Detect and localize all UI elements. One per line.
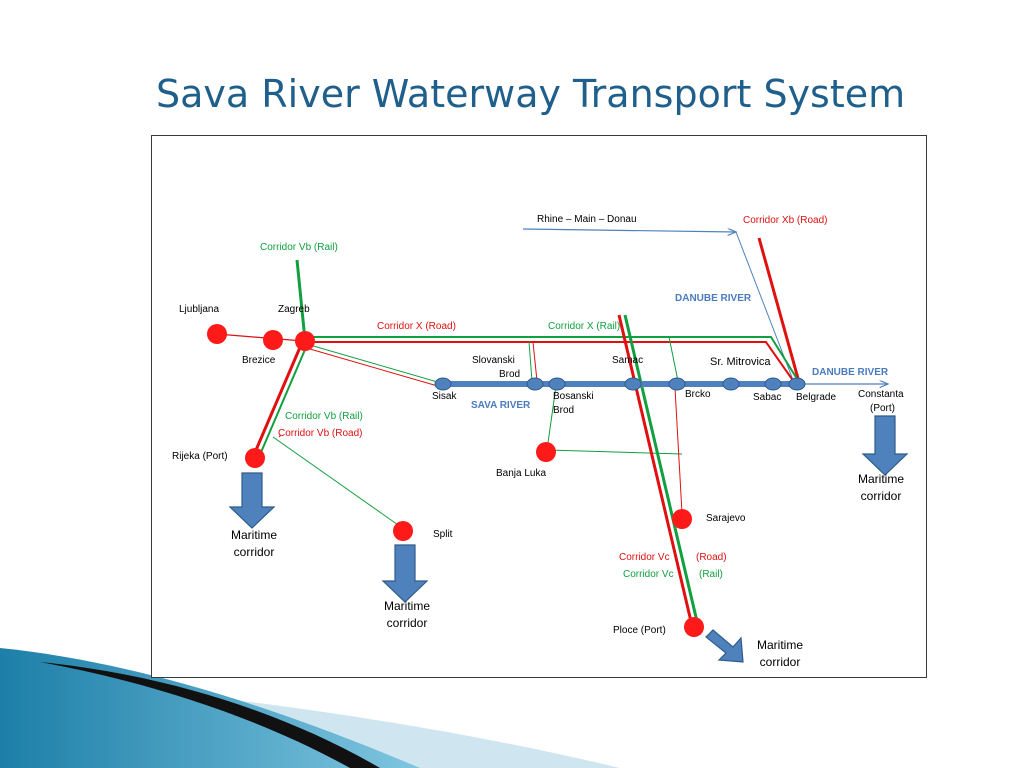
node-sisak bbox=[434, 377, 452, 391]
city-banja-luka-label: Banja Luka bbox=[496, 468, 546, 479]
node-sabac bbox=[764, 377, 782, 391]
corridor-xb-road-line bbox=[757, 237, 801, 383]
city-samac-label: Samac bbox=[612, 355, 643, 366]
corridor-x-road-label: Corridor X (Road) bbox=[377, 321, 456, 332]
city-sabac-label: Sabac bbox=[753, 392, 781, 403]
corridor-xb-road-label: Corridor Xb (Road) bbox=[743, 215, 827, 226]
city-rijeka-label: Rijeka (Port) bbox=[172, 451, 228, 462]
corridor-x-rail-line bbox=[305, 336, 800, 383]
city-slovanski-label-a: Slovanski bbox=[472, 355, 515, 366]
city-sarajevo-label: Sarajevo bbox=[706, 513, 746, 524]
corridor-vb-rail-label: Corridor Vb (Rail) bbox=[285, 411, 363, 422]
node-ploce bbox=[684, 617, 704, 637]
slide-title: Sava River Waterway Transport System bbox=[156, 72, 906, 116]
maritime-split-label-a: Maritime bbox=[384, 599, 430, 613]
maritime-arrow-rijeka bbox=[228, 472, 276, 529]
corridor-vb-rail-north bbox=[295, 259, 307, 341]
corridor-vb-road-rijeka bbox=[251, 344, 303, 458]
rhine-main-donau-line bbox=[522, 229, 736, 232]
slovanski-brod-rail bbox=[528, 341, 533, 382]
maritime-arrow-constanta bbox=[861, 415, 909, 476]
node-rijeka bbox=[245, 448, 265, 468]
node-banja-luka bbox=[536, 442, 556, 462]
corridor-vc-road-label-a: Corridor Vc bbox=[619, 552, 670, 563]
city-constanta-label-b: (Port) bbox=[870, 403, 895, 414]
brcko-rail-north bbox=[668, 336, 679, 382]
city-bosanski-label-a: Bosanski bbox=[553, 391, 594, 402]
corridor-vb-rail-top-label: Corridor Vb (Rail) bbox=[260, 242, 338, 253]
maritime-rijeka-label-a: Maritime bbox=[231, 528, 277, 542]
zagreb-sisak-road bbox=[302, 346, 442, 388]
maritime-constanta-label-a: Maritime bbox=[858, 472, 904, 486]
city-constanta-label-a: Constanta bbox=[858, 389, 904, 400]
city-sisak-label: Sisak bbox=[432, 391, 457, 402]
city-ploce-label: Ploce (Port) bbox=[613, 625, 666, 636]
decorative-swoosh bbox=[0, 648, 620, 768]
node-samac bbox=[624, 377, 642, 391]
maritime-arrow-ploce bbox=[705, 629, 744, 663]
city-split-label: Split bbox=[433, 529, 453, 540]
node-zagreb bbox=[295, 331, 315, 351]
danube-river-upper-label: DANUBE RIVER bbox=[675, 293, 752, 304]
node-bosanski-brod bbox=[548, 377, 566, 391]
ljubljana-zagreb-road bbox=[216, 333, 304, 342]
city-belgrade-label: Belgrade bbox=[796, 392, 836, 403]
corridor-vc-road-line bbox=[617, 314, 695, 631]
banjaluka-east-rail bbox=[547, 449, 683, 455]
zagreb-sisak-rail bbox=[302, 342, 442, 384]
node-ljubljana bbox=[207, 324, 227, 344]
bosanski-banjaluka-rail bbox=[546, 385, 557, 451]
corridor-x-road-line bbox=[305, 341, 795, 383]
slovanski-brod-road bbox=[532, 341, 538, 382]
corridor-vc-rail-label-a: Corridor Vc bbox=[623, 569, 674, 580]
maritime-split-label-b: corridor bbox=[387, 616, 428, 630]
maritime-constanta-label-b: corridor bbox=[861, 489, 902, 503]
rhine-main-donau-label: Rhine – Main – Donau bbox=[537, 214, 637, 225]
maritime-arrow-split bbox=[381, 544, 429, 603]
node-brezice bbox=[263, 330, 283, 350]
node-sarajevo bbox=[672, 509, 692, 529]
corridor-x-rail-label: Corridor X (Rail) bbox=[548, 321, 620, 332]
corridor-vc-rail-line bbox=[623, 314, 701, 631]
corridor-vb-rail-rijeka bbox=[258, 344, 308, 458]
swoosh-dark bbox=[40, 662, 380, 768]
city-slovanski-label-b: Brod bbox=[499, 369, 520, 380]
maritime-ploce-label-b: corridor bbox=[760, 655, 801, 669]
node-belgrade bbox=[788, 377, 806, 391]
node-split bbox=[393, 521, 413, 541]
corridor-vc-road-label-b: (Road) bbox=[696, 552, 727, 563]
corridor-vc-rail-label-b: (Rail) bbox=[699, 569, 723, 580]
brcko-road-south bbox=[674, 387, 683, 514]
corridor-vb-road-label: Corridor Vb (Road) bbox=[278, 428, 362, 439]
city-ljubljana-label: Ljubljana bbox=[179, 304, 219, 315]
danube-river-lower-label: DANUBE RIVER bbox=[812, 367, 889, 378]
zagreb-split-road-stub bbox=[278, 434, 282, 438]
node-slovanski-brod bbox=[526, 377, 544, 391]
sava-river-label: SAVA RIVER bbox=[471, 400, 531, 411]
city-brezice-label: Brezice bbox=[242, 355, 276, 366]
transport-map: Rhine – Main – Donau Corridor Xb (Road) … bbox=[172, 214, 909, 669]
node-sr-mitrovica bbox=[722, 377, 740, 391]
city-brcko-label: Brcko bbox=[685, 389, 711, 400]
city-zagreb-label: Zagreb bbox=[278, 304, 310, 315]
zagreb-split-rail bbox=[272, 436, 402, 528]
maritime-rijeka-label-b: corridor bbox=[234, 545, 275, 559]
city-bosanski-label-b: Brod bbox=[553, 405, 574, 416]
city-sr-mitrovica-label: Sr. Mitrovica bbox=[710, 356, 771, 368]
node-brcko bbox=[668, 377, 686, 391]
maritime-ploce-label-a: Maritime bbox=[757, 638, 803, 652]
